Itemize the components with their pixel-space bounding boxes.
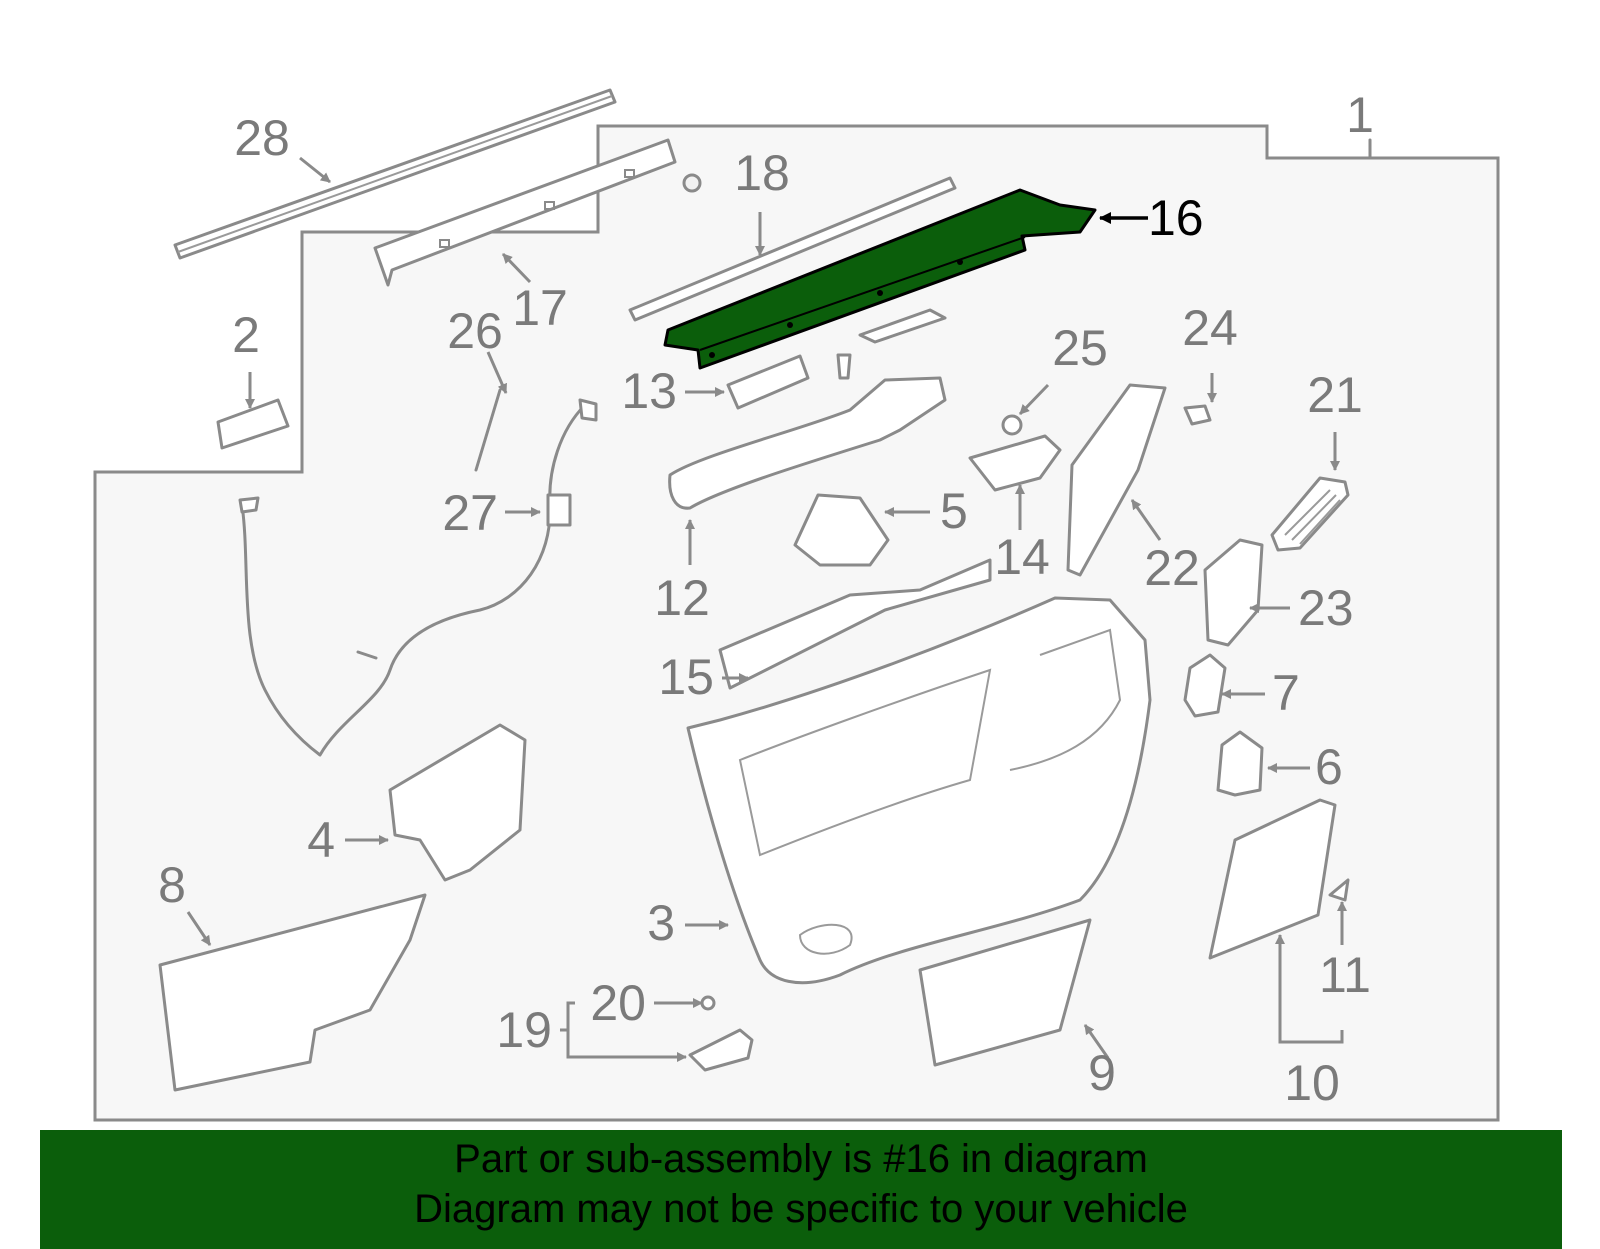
part-4-module — [388, 723, 527, 882]
part-8-glass — [158, 893, 427, 1092]
part-22-switch-plate — [1066, 383, 1167, 577]
part-15-trim-strip — [718, 558, 992, 690]
callout-5: 5 — [940, 483, 968, 539]
part-6-bezel — [1216, 730, 1264, 797]
part-info-line-2: Diagram may not be specific to your vehi… — [414, 1187, 1188, 1231]
callout-21: 21 — [1307, 367, 1363, 423]
part-24-clip — [1183, 404, 1212, 426]
part-18-weatherstrip — [628, 176, 957, 322]
leader-17 — [501, 252, 532, 284]
callout-3: 3 — [647, 895, 675, 951]
leader-28 — [299, 156, 331, 184]
part-5-handle-housing — [793, 493, 890, 567]
part-info-banner: Part or sub-assembly is #16 in diagram D… — [40, 1130, 1562, 1249]
callout-15: 15 — [658, 649, 714, 705]
callout-23: 23 — [1298, 580, 1354, 636]
part-16-insert — [858, 308, 947, 344]
callout-17: 17 — [512, 280, 568, 336]
part-12-armrest — [668, 376, 947, 510]
leader-8 — [186, 911, 212, 946]
leader-22 — [1130, 499, 1162, 541]
callout-16: 16 — [1148, 190, 1204, 246]
part-19-component — [688, 1028, 754, 1072]
part-26-rod — [474, 388, 502, 472]
part-3-door-trim-panel — [686, 596, 1152, 985]
part-17-reinforcement — [373, 138, 677, 287]
clip-icon — [682, 173, 702, 193]
leader-9 — [1083, 1024, 1110, 1059]
part-2-bracket — [216, 398, 290, 450]
callout-27: 27 — [442, 485, 498, 541]
callout-26: 26 — [447, 303, 503, 359]
callout-20: 20 — [590, 975, 646, 1031]
part-10-panel — [1208, 798, 1337, 960]
leader-10 — [1275, 934, 1344, 1044]
callout-9: 9 — [1088, 1045, 1116, 1101]
callout-7: 7 — [1272, 665, 1300, 721]
callout-11: 11 — [1319, 947, 1371, 1003]
callout-1: 1 — [1346, 87, 1374, 143]
part-11-clip — [1328, 878, 1350, 902]
callout-24: 24 — [1182, 300, 1238, 356]
leader-26 — [486, 351, 508, 394]
callout-4: 4 — [307, 812, 335, 868]
part-9-storage-bin — [918, 918, 1092, 1067]
part-25-clip — [1001, 414, 1023, 436]
part-13-bezel — [726, 354, 810, 410]
callout-22: 22 — [1144, 540, 1200, 596]
part-14-pull-cup — [968, 434, 1062, 492]
callout-25: 25 — [1052, 320, 1108, 376]
part-27-wire-harness — [238, 398, 598, 757]
part-28-molding — [173, 88, 617, 260]
part-16-upper-trim-highlighted — [663, 188, 1097, 370]
bolt-icon — [836, 353, 852, 380]
callout-12: 12 — [654, 570, 710, 626]
callout-19: 19 — [496, 1002, 552, 1058]
callout-18: 18 — [734, 145, 790, 201]
callout-2: 2 — [232, 307, 260, 363]
callout-8: 8 — [158, 857, 186, 913]
leader-25 — [1018, 383, 1050, 416]
callout-14: 14 — [994, 529, 1050, 585]
part-7-bezel — [1183, 653, 1227, 718]
part-21-speaker-grille — [1270, 476, 1350, 552]
callout-28: 28 — [234, 110, 290, 166]
callout-10: 10 — [1284, 1055, 1340, 1111]
callout-13: 13 — [621, 363, 677, 419]
callout-6: 6 — [1315, 739, 1343, 795]
part-info-line-1: Part or sub-assembly is #16 in diagram — [454, 1137, 1148, 1181]
part-20-clip — [700, 995, 716, 1011]
